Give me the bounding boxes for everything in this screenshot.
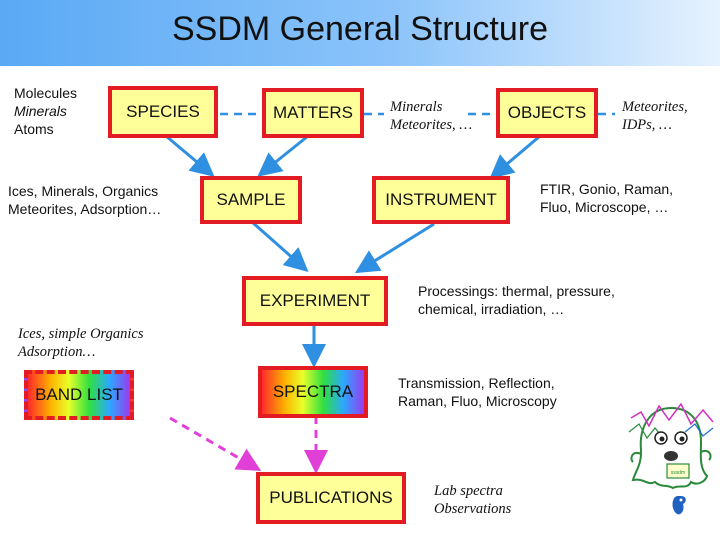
species-label: SPECIES [126, 102, 200, 121]
experiment-examples-note: Processings: thermal, pressure, chemical… [418, 282, 615, 318]
band-list-examples-note: Ices, simple Organics Adsorption… [18, 325, 144, 361]
sample-label: SAMPLE [216, 190, 286, 209]
instrument-examples-note: FTIR, Gonio, Raman, Fluo, Microscope, … [540, 180, 673, 216]
instrument-box[interactable]: INSTRUMENT [372, 176, 510, 224]
experiment-example-2: chemical, irradiation, … [418, 301, 565, 317]
matters-label: MATTERS [273, 103, 353, 122]
spectra-label: SPECTRA [272, 382, 354, 401]
objects-examples-note: Meteorites, IDPs, … [622, 98, 688, 134]
publications-box[interactable]: PUBLICATIONS [256, 472, 406, 524]
publications-examples-note: Lab spectra Observations [434, 482, 511, 518]
title-banner [0, 0, 720, 66]
arrow-sample-to-experiment [251, 220, 309, 272]
objects-box[interactable]: OBJECTS [496, 88, 598, 138]
instrument-example-1: FTIR, Gonio, Raman, [540, 181, 674, 197]
objects-example-2: IDPs, … [622, 117, 672, 133]
arrow-species-to-sample [165, 134, 215, 177]
band-list-example-1: Ices, simple Organics [18, 326, 144, 342]
spectra-box[interactable]: SPECTRA [258, 366, 368, 418]
mascot-sign-text: sssdm [671, 470, 685, 476]
matters-examples-note: Minerals Meteorites, … [390, 98, 472, 134]
matters-example-1: Minerals [390, 99, 443, 115]
species-example-3: Atoms [14, 121, 54, 137]
band-list-box[interactable]: BAND LIST [24, 370, 134, 420]
sample-example-1: Ices, Minerals, Organics [8, 183, 159, 199]
instrument-label: INSTRUMENT [385, 190, 497, 209]
spectra-example-2: Raman, Fluo, Microscopy [398, 393, 557, 409]
band-list-example-2: Adsorption… [18, 344, 96, 360]
arrow-instrument-to-experiment [354, 222, 435, 274]
publications-example-2: Observations [434, 501, 512, 517]
experiment-box[interactable]: EXPERIMENT [242, 276, 388, 326]
matters-example-2: Meteorites, … [390, 117, 473, 133]
sample-box[interactable]: SAMPLE [200, 176, 302, 224]
objects-example-1: Meteorites, [622, 99, 688, 115]
objects-label: OBJECTS [507, 103, 587, 122]
publications-label: PUBLICATIONS [269, 488, 393, 507]
band-list-label: BAND LIST [35, 385, 123, 404]
arrow-objects-to-instrument [489, 134, 541, 179]
arrow-bandlist-to-publications [169, 416, 262, 472]
spectra-example-1: Transmission, Reflection, [398, 375, 555, 391]
instrument-example-2: Fluo, Microscope, … [540, 199, 669, 215]
spectra-examples-note: Transmission, Reflection, Raman, Fluo, M… [398, 374, 557, 410]
species-example-1: Molecules [14, 85, 78, 101]
matters-box[interactable]: MATTERS [262, 88, 364, 138]
sample-example-2: Meteorites, Adsorption… [8, 201, 162, 217]
species-box[interactable]: SPECIES [108, 86, 218, 138]
publications-example-1: Lab spectra [434, 483, 503, 499]
arrow-matters-to-sample [257, 134, 309, 177]
species-examples-note: Molecules Minerals Atoms [14, 84, 77, 138]
experiment-example-1: Processings: thermal, pressure, [418, 283, 615, 299]
species-example-2: Minerals [14, 103, 67, 119]
experiment-label: EXPERIMENT [259, 291, 371, 310]
diagram-title: SSDM General Structure [171, 10, 549, 48]
sample-examples-note: Ices, Minerals, Organics Meteorites, Ads… [8, 182, 161, 218]
ghost-mascot-icon: sssdm [628, 402, 714, 515]
